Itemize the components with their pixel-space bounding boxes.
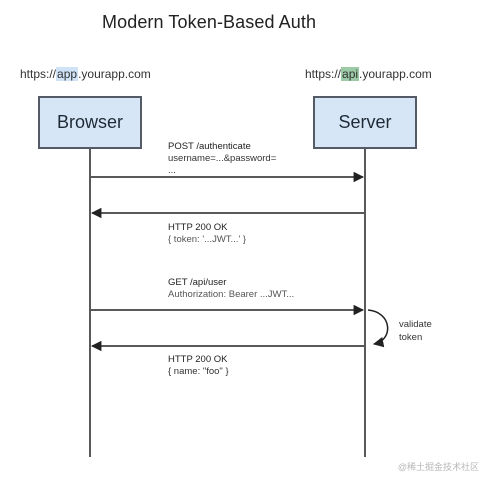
browser-box: Browser [38, 96, 142, 149]
server-box: Server [313, 96, 417, 149]
message-line: { token: '...JWT...' } [168, 234, 247, 245]
message-http-200-token: HTTP 200 OK{ token: '...JWT...' } [168, 222, 246, 246]
validate-token-note: validate token [399, 318, 432, 344]
message-line: { name: "foo" } [168, 366, 229, 377]
message-line: ... [168, 165, 176, 176]
message-line: GET /api/user [168, 277, 227, 288]
browser-url: https://app.yourapp.com [20, 67, 151, 81]
watermark: @稀土掘金技术社区 [397, 462, 479, 472]
browser-url-highlight: app [56, 67, 79, 81]
server-url-prefix: https:// [305, 67, 342, 81]
message-line: HTTP 200 OK [168, 354, 228, 365]
note-line: token [399, 332, 423, 343]
server-url-highlight: api [341, 67, 360, 81]
message-http-200-name: HTTP 200 OK{ name: "foo" } [168, 354, 229, 378]
note-line: validate [399, 319, 432, 330]
message-line: username=...&password= [168, 153, 277, 164]
browser-label: Browser [56, 112, 123, 132]
browser-url-prefix: https:// [20, 67, 57, 81]
server-url: https://api.yourapp.com [305, 67, 432, 81]
message-line: HTTP 200 OK [168, 222, 228, 233]
server-label: Server [338, 112, 392, 132]
browser-url-suffix: .yourapp.com [78, 67, 151, 81]
server-url-suffix: .yourapp.com [359, 67, 432, 81]
message-line: POST /authenticate [168, 141, 251, 152]
diagram-title: Modern Token-Based Auth [102, 12, 317, 32]
message-line: Authorization: Bearer ...JWT... [168, 289, 295, 300]
validate-token-self-arrow [367, 309, 389, 348]
